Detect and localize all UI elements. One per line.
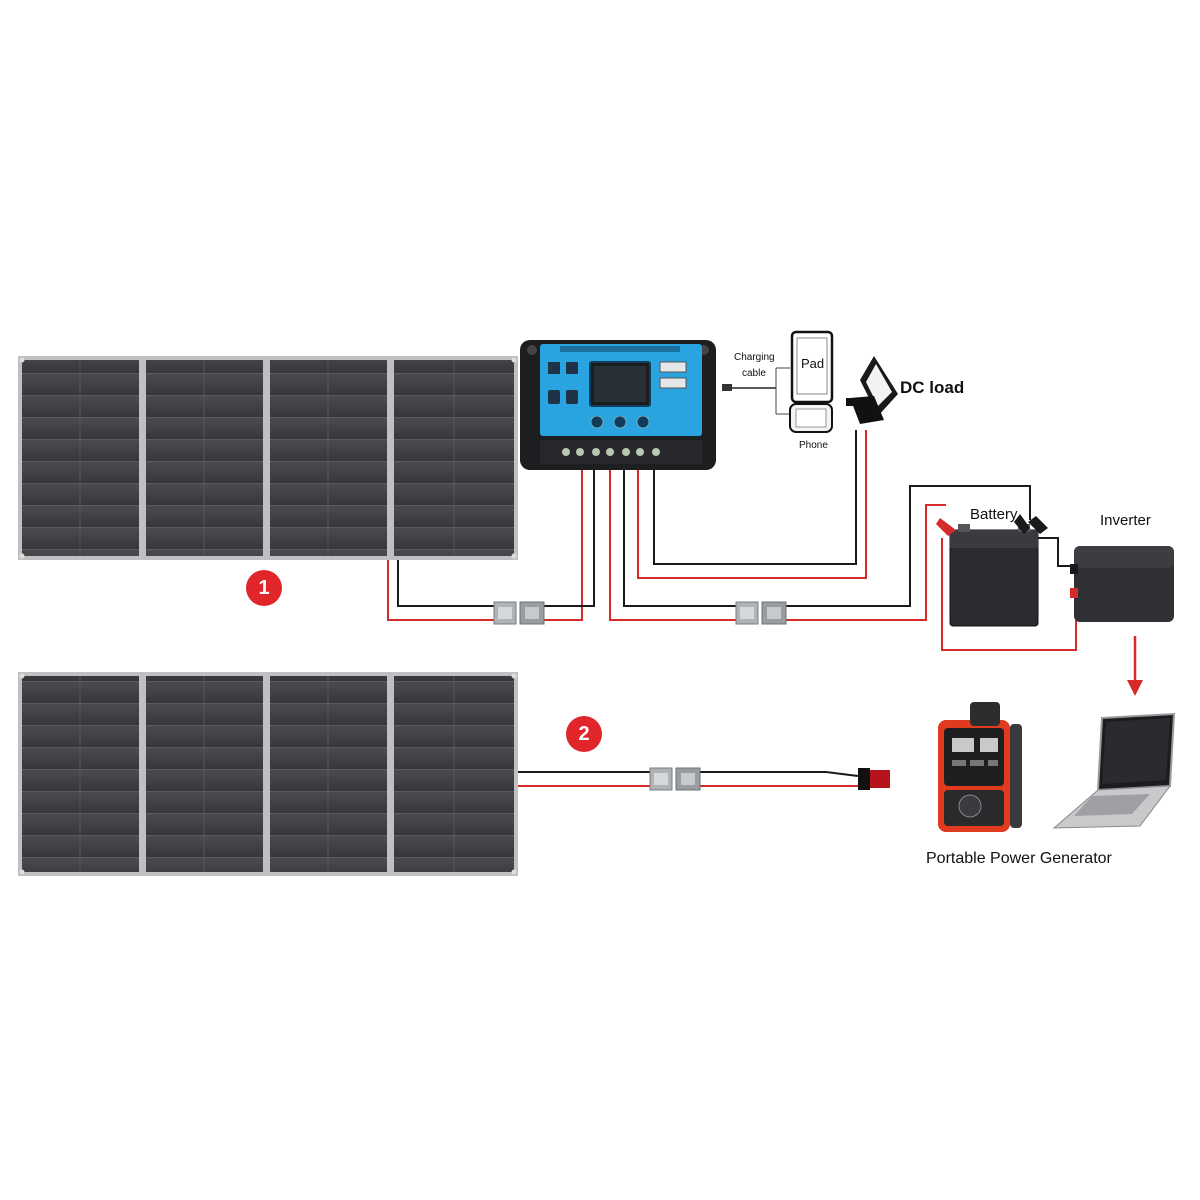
controller-button-3 (636, 415, 650, 429)
usb-port-2 (659, 377, 687, 389)
battery-label: Battery (970, 506, 1018, 523)
usb-charging-cable (722, 367, 790, 415)
controller-button-2 (613, 415, 627, 429)
portable-power-generator-icon (938, 702, 1022, 832)
wires-controller-to-battery (609, 470, 1031, 621)
phone-label: Phone (799, 440, 828, 451)
generator-input-plug (858, 768, 890, 790)
usb-port-1 (659, 361, 687, 373)
connector-anderson-2 (735, 601, 787, 625)
connector-anderson-3 (649, 767, 701, 791)
laptop-icon (1052, 712, 1176, 829)
generator-label: Portable Power Generator (926, 850, 1112, 867)
wires-controller-to-dc-load (637, 430, 867, 579)
wires-panel-to-controller (387, 470, 595, 621)
pad-device-icon (790, 330, 834, 404)
dc-load-lamp-icon (846, 356, 898, 424)
charging-cable-label-line2: cable (742, 368, 766, 379)
battery-icon (936, 514, 1048, 627)
inverter-icon (1070, 546, 1174, 622)
controller-button-1 (590, 415, 604, 429)
solar-panel-2 (18, 672, 518, 876)
solar-panel-1 (18, 356, 518, 560)
inverter-label: Inverter (1100, 512, 1151, 529)
phone-device-icon (789, 403, 833, 433)
wires-panel2-to-generator (518, 771, 859, 787)
charge-controller (520, 340, 716, 470)
inverter-to-laptop-arrow (1127, 636, 1143, 696)
wires-battery-to-inverter (941, 537, 1078, 651)
dc-load-label: DC load (900, 378, 965, 397)
pad-label: Pad (801, 356, 825, 371)
setup-1-badge: 1 (246, 570, 282, 606)
setup-2-badge: 2 (566, 716, 602, 752)
charging-cable-label-line1: Charging (734, 352, 775, 363)
connector-anderson-1 (493, 601, 545, 625)
